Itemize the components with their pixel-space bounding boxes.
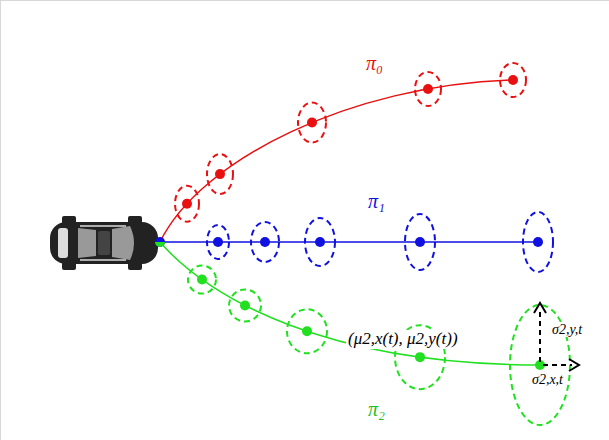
trajectories bbox=[155, 63, 570, 425]
uncertainty-ellipse bbox=[415, 72, 441, 106]
uncertainty-ellipse bbox=[405, 214, 435, 270]
waypoint-dot bbox=[415, 237, 425, 247]
waypoint-dot bbox=[423, 84, 433, 94]
uncertainty-ellipse bbox=[188, 266, 216, 294]
waypoint-dot bbox=[260, 237, 270, 247]
policy-label: π₀ bbox=[366, 52, 383, 74]
uncertainty-ellipse bbox=[251, 222, 279, 262]
frame-line bbox=[0, 0, 1, 440]
policy-label: π₂ bbox=[368, 398, 385, 420]
origin-dot bbox=[155, 237, 165, 247]
waypoint-dot bbox=[240, 300, 250, 310]
waypoint-dot bbox=[302, 326, 312, 336]
math-label: σ2,x,t bbox=[530, 372, 565, 387]
uncertainty-ellipse bbox=[175, 186, 199, 222]
waypoint-dot bbox=[213, 237, 223, 247]
waypoint-dot bbox=[508, 75, 518, 85]
uncertainty-ellipse bbox=[305, 218, 335, 266]
waypoint-dot bbox=[533, 237, 543, 247]
trajectory-curve bbox=[160, 242, 540, 365]
waypoint-dot bbox=[182, 199, 192, 209]
uncertainty-ellipse bbox=[229, 289, 261, 321]
uncertainty-ellipse bbox=[523, 212, 553, 272]
uncertainty-ellipse bbox=[207, 154, 233, 194]
math-label: σ2,y,t bbox=[550, 322, 584, 337]
uncertainty-ellipse bbox=[207, 225, 229, 259]
policy-label: π₁ bbox=[368, 190, 385, 212]
origin-dot bbox=[155, 242, 165, 247]
waypoint-dot bbox=[307, 118, 317, 128]
uncertainty-ellipse bbox=[287, 309, 327, 353]
trajectory-curve bbox=[160, 80, 513, 242]
waypoint-dot bbox=[215, 169, 225, 179]
uncertainty-ellipse bbox=[500, 63, 526, 97]
waypoint-dot bbox=[315, 237, 325, 247]
waypoint-dot bbox=[415, 352, 425, 362]
car-icon bbox=[50, 216, 158, 270]
frame-line bbox=[0, 0, 609, 1]
uncertainty-ellipse bbox=[298, 103, 326, 143]
math-label: (μ2,x(t), μ2,y(t)) bbox=[346, 330, 460, 349]
waypoint-dot bbox=[197, 275, 207, 285]
